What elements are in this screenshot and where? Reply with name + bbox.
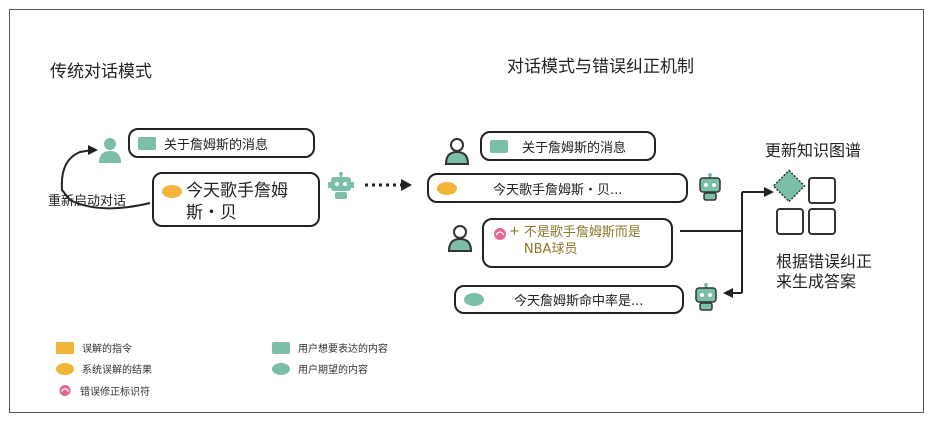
left-title: 传统对话模式: [50, 62, 152, 82]
robot-icon: [695, 283, 717, 311]
diagram-frame: [9, 9, 924, 413]
legend-green-rect-marker: [272, 341, 290, 354]
user-intent-marker: [138, 136, 156, 150]
final-bot-text: 今天詹姆斯命中率是...: [514, 294, 644, 309]
user-expected-marker: [464, 293, 484, 306]
traditional-user-text: 关于詹姆斯的消息: [164, 137, 269, 153]
legend-orange-rect-marker: [56, 341, 74, 354]
final-bot-bubble: 今天詹姆斯命中率是...: [454, 285, 684, 314]
user-intent-marker: [490, 139, 508, 153]
robot-icon: [699, 173, 721, 201]
legend-correction-marker: 错误修正标识符: [58, 383, 150, 398]
legend-user-expected: 用户期望的内容: [272, 361, 368, 376]
corrected-bot-bubble: 今天歌手詹姆斯・贝...: [427, 173, 688, 203]
user-icon: [99, 138, 121, 163]
misunderstood-result-marker: [162, 185, 182, 198]
correction-marker-icon: [59, 385, 71, 396]
correction-bubble: + 不是歌手詹姆斯而是NBA球员: [482, 218, 673, 268]
regenerate-label: 根据错误纠正来生成答案: [776, 252, 873, 291]
traditional-bot-text: 今天歌手詹姆斯・贝: [186, 181, 288, 223]
restart-label: 重新启动对话: [48, 194, 127, 209]
corrected-bot-text: 今天歌手詹姆斯・贝...: [493, 182, 623, 198]
knowledge-graph-icon: [772, 169, 836, 235]
robot-icon: [328, 172, 354, 199]
user-icon: [444, 138, 470, 165]
legend-misunderstood-result: 系统误解的结果: [56, 361, 152, 376]
legend-misunderstood-instruction: 误解的指令: [56, 340, 132, 355]
legend-user-intent: 用户想要表达的内容: [272, 340, 388, 355]
legend-orange-oval-marker: [56, 362, 74, 375]
right-title: 对话模式与错误纠正机制: [507, 57, 694, 77]
misunderstood-result-marker: [437, 181, 457, 195]
correction-text: 不是歌手詹姆斯而是NBA球员: [523, 225, 641, 257]
traditional-bot-bubble: 今天歌手詹姆斯・贝: [152, 172, 320, 227]
legend-green-oval-marker: [272, 362, 290, 375]
corrected-user-text: 关于詹姆斯的消息: [522, 140, 627, 156]
correction-marker-icon: [494, 228, 506, 240]
user-icon: [447, 225, 473, 252]
corrected-user-bubble: 关于詹姆斯的消息: [480, 131, 656, 161]
correction-plus: +: [509, 224, 520, 239]
traditional-user-bubble: 关于詹姆斯的消息: [128, 128, 315, 158]
update-kg-label: 更新知识图谱: [765, 141, 862, 160]
